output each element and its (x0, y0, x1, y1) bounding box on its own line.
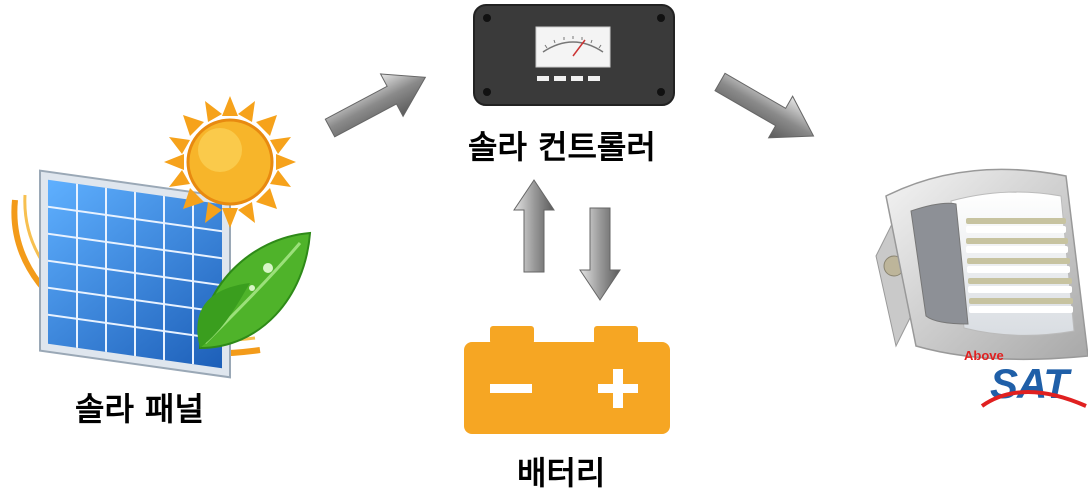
leaf-icon (197, 231, 312, 350)
solar-panel-icon (11, 169, 261, 379)
sun-icon (164, 96, 296, 228)
brand-logo: Above SAT (962, 348, 1088, 428)
logo-sat-text: SAT (990, 360, 1069, 407)
arrow-controller-to-lamp (714, 72, 815, 139)
logo-above-text: Above (964, 348, 1004, 363)
battery-label: 배터리 (517, 454, 606, 492)
solar-panel-label: 솔라 패널 (75, 390, 204, 428)
led-floodlight-icon (875, 168, 1088, 361)
arrow-up-icon (513, 179, 555, 273)
arrow-panel-to-controller (324, 73, 427, 138)
battery-icon (464, 326, 670, 434)
controller-icon (473, 4, 675, 106)
logo-swoosh (980, 390, 1087, 408)
arrow-down-icon (579, 207, 621, 301)
controller-label: 솔라 컨트롤러 (468, 128, 656, 166)
